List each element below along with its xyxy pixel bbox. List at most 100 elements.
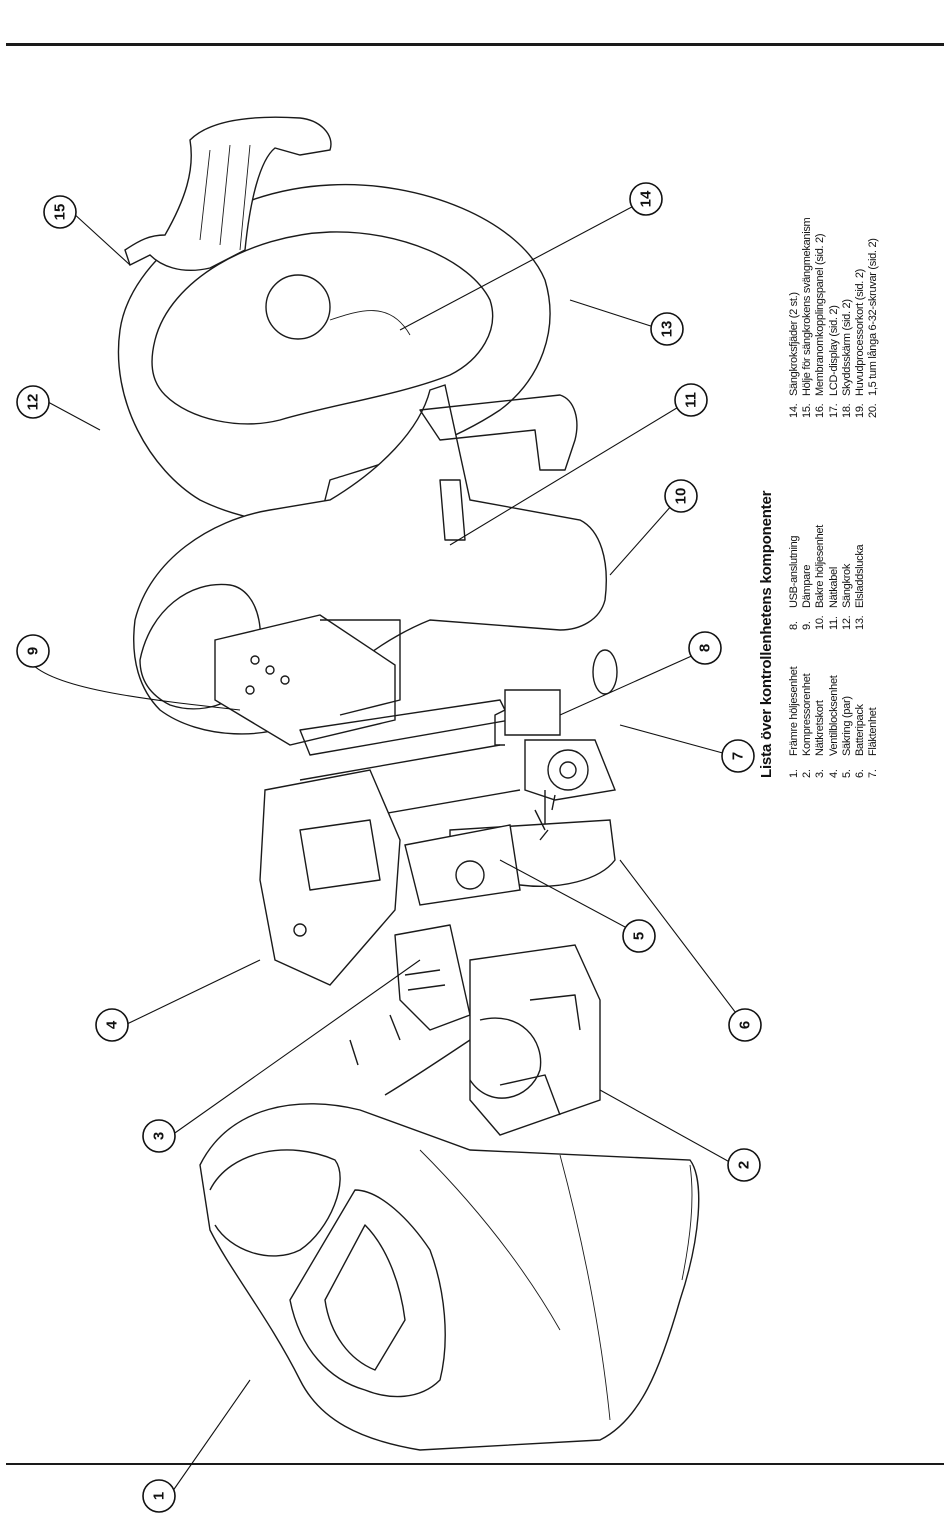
- callout-9-label: 9: [25, 647, 42, 655]
- legend-item-number: 4.: [827, 769, 840, 778]
- legend-item: 4. Ventilblocksenhet: [828, 667, 841, 778]
- legend-item-number: 13.: [853, 615, 866, 630]
- callout-10: 10: [664, 479, 698, 513]
- legend-item-label: USB-anslutning: [788, 535, 800, 608]
- rear-housing-illustration: [117, 116, 551, 525]
- callout-11: 11: [674, 383, 708, 417]
- legend-item-label: Elsladdslucka: [853, 544, 866, 608]
- callout-7: 7: [721, 739, 755, 773]
- front-housing-illustration: [199, 1103, 700, 1451]
- legend-item: 1. Främre höljesenhet: [788, 667, 801, 778]
- legend-item: 6. Batteripack: [854, 667, 867, 778]
- legend-item: 16. Membranomkopplingspanel (sid. 2): [814, 218, 827, 418]
- legend-item: 14. Sängkroksfjäder (2 st.): [788, 218, 801, 418]
- legend-item-label: Säkring (par): [840, 696, 853, 756]
- legend-item-number: 10.: [814, 615, 827, 630]
- legend-item-label: Membranomkopplingspanel (sid. 2): [814, 233, 827, 396]
- legend-item: 3. Nätkretskort: [814, 667, 827, 778]
- legend-title: Lista över kontrollenhetens komponenter: [758, 490, 775, 778]
- legend-item-number: 17.: [827, 403, 840, 418]
- callout-5-label: 5: [631, 932, 648, 940]
- callout-3-label: 3: [151, 1132, 168, 1140]
- legend-item: 20. 1,5 tum långa 6-32-skruvar (sid. 2): [867, 218, 880, 418]
- legend-item-label: Främre höljesenhet: [788, 666, 800, 756]
- legend-item-number: 19.: [853, 403, 866, 418]
- legend-item-label: Nätkretskort: [814, 700, 827, 756]
- callout-4: 4: [95, 1008, 129, 1042]
- bottom-rule: [6, 1463, 944, 1465]
- legend-item-number: 12.: [840, 615, 853, 630]
- legend-item: 12. Sängkrok: [841, 525, 854, 630]
- callout-15-label: 15: [52, 204, 69, 221]
- legend-item: 11. Nätkabel: [828, 525, 841, 630]
- legend-column-2: 8. USB-anslutning 9. Dämpare 10. Bakre hölj…: [788, 525, 867, 630]
- legend-item: 9. Dämpare: [801, 525, 814, 630]
- legend-item-label: Sängkrok: [840, 563, 853, 608]
- callout-4-label: 4: [104, 1020, 121, 1029]
- callout-12: 12: [16, 385, 50, 419]
- legend-item: 13. Elsladdslucka: [854, 525, 867, 630]
- legend-item-label: Dämpare: [801, 564, 814, 608]
- legend-item-number: 6.: [853, 769, 866, 778]
- callout-10-label: 10: [673, 488, 690, 505]
- leader-lines: [32, 199, 746, 1496]
- callout-1: 1: [142, 1479, 176, 1513]
- legend-item: 5. Säkring (par): [841, 667, 854, 778]
- callout-13: 13: [650, 312, 684, 346]
- callout-8: 8: [688, 631, 722, 665]
- legend-item-label: Batteripack: [853, 704, 866, 756]
- callout-13-label: 13: [659, 321, 676, 338]
- legend-item: 18. Skyddsskärm (sid. 2): [841, 218, 854, 418]
- legend-column-1: 1. Främre höljesenhet 2. Kompressorenhet 3…: [788, 667, 880, 778]
- legend-column-3: 14. Sängkroksfjäder (2 st.) 15. Hölje för …: [788, 218, 880, 418]
- legend-item-number: 8.: [788, 621, 800, 630]
- callout-6: 6: [728, 1008, 762, 1042]
- callout-14: 14: [629, 182, 663, 216]
- legend-item-label: 1,5 tum långa 6-32-skruvar (sid. 2): [867, 238, 880, 396]
- legend-item: 15. Hölje för sängkrokens svängmekanism: [801, 218, 814, 418]
- legend-item: 10. Bakre höljesenhet: [814, 525, 827, 630]
- callout-2: 2: [727, 1148, 761, 1182]
- legend-item-number: 20.: [867, 403, 880, 418]
- callout-11-label: 11: [683, 392, 700, 408]
- callout-3: 3: [142, 1119, 176, 1153]
- internal-components-illustration: [214, 614, 616, 1136]
- callout-5: 5: [622, 919, 656, 953]
- legend-item-label: Fläktenhet: [867, 707, 880, 756]
- legend-item-label: Hölje för sängkrokens svängmekanism: [801, 217, 814, 396]
- legend-item-label: Nätkabel: [827, 566, 840, 608]
- callout-7-label: 7: [730, 752, 747, 760]
- legend-item-number: 3.: [814, 769, 827, 778]
- legend-item-number: 2.: [801, 769, 814, 778]
- legend-item: 19. Huvudprocessorkort (sid. 2): [854, 218, 867, 418]
- legend-item-label: Skyddsskärm (sid. 2): [840, 299, 853, 396]
- legend-item-number: 18.: [840, 403, 853, 418]
- callout-8-label: 8: [697, 644, 714, 652]
- callout-1-label: 1: [151, 1492, 168, 1500]
- callout-6-label: 6: [737, 1021, 754, 1029]
- legend-item-number: 11.: [827, 616, 840, 630]
- callout-2-label: 2: [736, 1161, 753, 1169]
- callout-12-label: 12: [25, 394, 42, 411]
- legend-item-label: Huvudprocessorkort (sid. 2): [853, 268, 866, 396]
- legend-item-label: Sängkroksfjäder (2 st.): [788, 292, 800, 396]
- legend-item-number: 16.: [814, 403, 827, 418]
- legend-item-number: 14.: [788, 403, 800, 418]
- legend-item-label: Ventilblocksenhet: [827, 675, 840, 756]
- callout-14-label: 14: [638, 190, 655, 207]
- legend-item: 2. Kompressorenhet: [801, 667, 814, 778]
- legend-item-number: 7.: [867, 769, 880, 778]
- legend-item-number: 1.: [788, 769, 800, 778]
- callout-9: 9: [16, 634, 50, 668]
- legend-item: 17. LCD-display (sid. 2): [828, 218, 841, 418]
- legend-item-label: Kompressorenhet: [801, 673, 814, 756]
- legend-item-number: 9.: [801, 621, 814, 630]
- legend-item-label: LCD-display (sid. 2): [827, 305, 840, 396]
- legend-item: 8. USB-anslutning: [788, 525, 801, 630]
- legend-item-number: 5.: [840, 769, 853, 778]
- component-legend: Lista över kontrollenhetens komponenter …: [758, 218, 950, 778]
- legend-item: 7. Fläktenhet: [867, 667, 880, 778]
- legend-item-number: 15.: [801, 403, 814, 418]
- legend-item-label: Bakre höljesenhet: [814, 525, 827, 608]
